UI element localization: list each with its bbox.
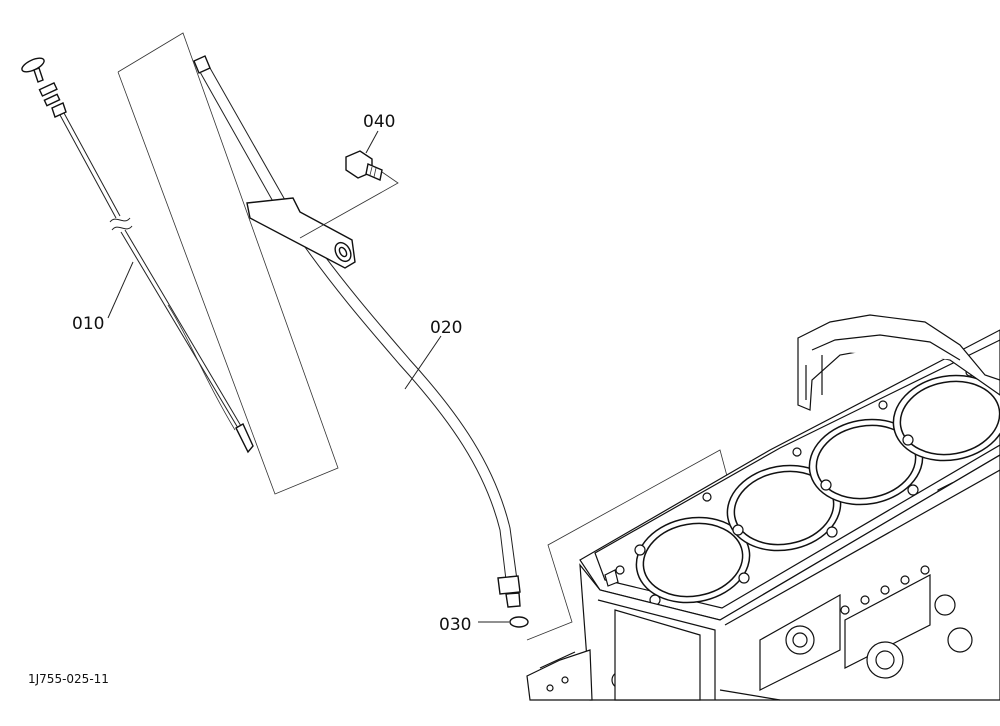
dipstick-group-outline <box>117 32 339 495</box>
bolt[interactable] <box>345 150 383 181</box>
bolt-assembly-line <box>299 171 399 239</box>
callout-010: 010 <box>72 314 104 334</box>
leader-010 <box>107 261 134 319</box>
dipstick[interactable] <box>20 55 254 454</box>
o-ring[interactable] <box>509 616 529 628</box>
figure-reference: 1J755-025-11 <box>28 672 109 686</box>
engine-block <box>526 314 1000 701</box>
dipstick-guide-tube[interactable] <box>193 55 521 608</box>
callout-020: 020 <box>430 318 462 338</box>
callout-040: 040 <box>363 112 395 132</box>
leader-020 <box>404 335 442 390</box>
callout-030: 030 <box>439 615 471 635</box>
leader-040 <box>365 130 379 154</box>
